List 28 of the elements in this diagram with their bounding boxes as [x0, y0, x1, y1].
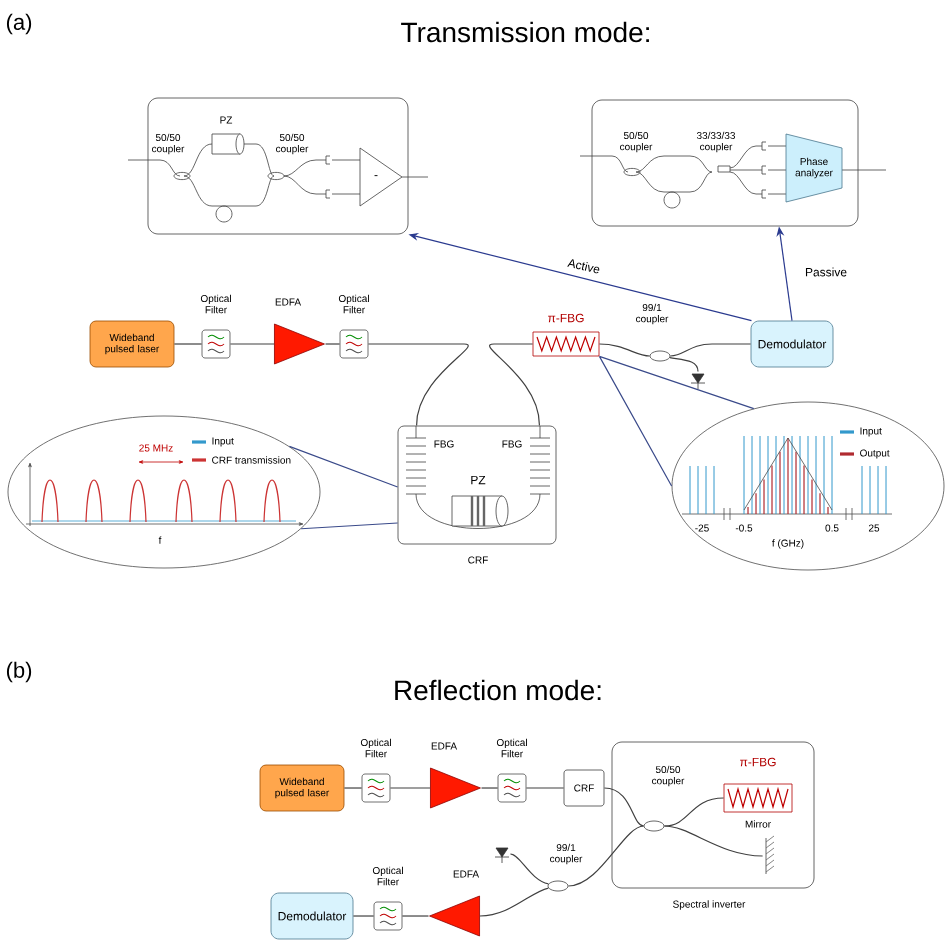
fiber-line: [229, 343, 275, 345]
title: Transmission mode:: [401, 21, 649, 43]
fiber-line: [389, 787, 431, 789]
fiber-line: [343, 787, 363, 789]
fiber-line: [509, 853, 549, 885]
fiber-line: [401, 915, 430, 917]
fiber-line: [663, 825, 764, 857]
leader-line: [288, 445, 399, 530]
fiber-line: [603, 787, 645, 827]
fiber-line: [324, 343, 341, 345]
fiber-line: [669, 343, 752, 357]
fiber-line: [525, 787, 565, 789]
fiber-line: [480, 787, 499, 789]
fiber-line: [669, 357, 699, 373]
fiber-line: [663, 797, 725, 827]
fiber-line: [173, 343, 203, 345]
panel-letter: (a): [6, 13, 32, 35]
panel-letter: (b): [6, 661, 32, 683]
photodiode-symbol: [690, 373, 706, 390]
title: Reflection mode:: [395, 679, 601, 701]
fiber-line: [479, 887, 549, 917]
fiber-line: [352, 915, 375, 917]
photodiode-symbol: [494, 847, 510, 864]
fiber-line: [489, 343, 540, 427]
fiber-line: [567, 825, 645, 887]
fiber-line: [367, 343, 469, 427]
leader-line: [598, 355, 755, 487]
fiber-line: [598, 343, 651, 357]
